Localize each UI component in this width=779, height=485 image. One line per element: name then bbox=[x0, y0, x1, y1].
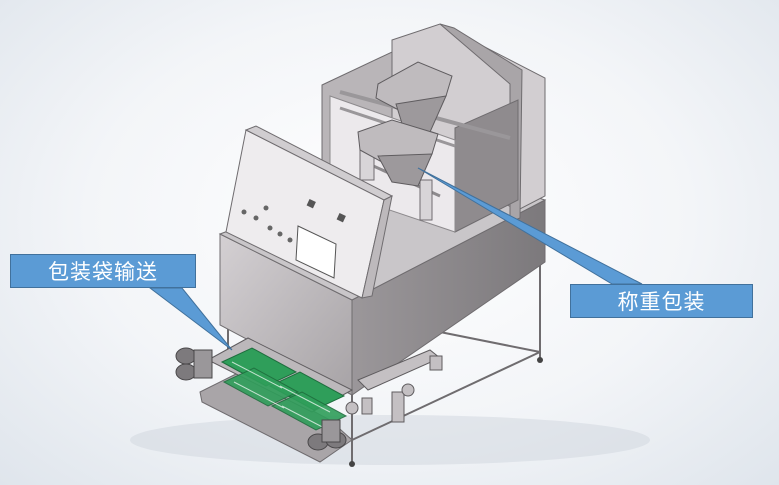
bag-conveyor bbox=[175, 337, 354, 451]
callout-bag-conveyor: 包装袋输送 bbox=[10, 254, 196, 288]
callout-pointer-left bbox=[148, 287, 233, 351]
side-guide bbox=[345, 349, 443, 423]
hopper-lower bbox=[357, 119, 439, 187]
frame bbox=[227, 260, 541, 462]
hopper-upper bbox=[375, 61, 453, 133]
control-panel bbox=[225, 125, 394, 299]
callout-weigh-pack: 称重包装 bbox=[570, 284, 753, 318]
